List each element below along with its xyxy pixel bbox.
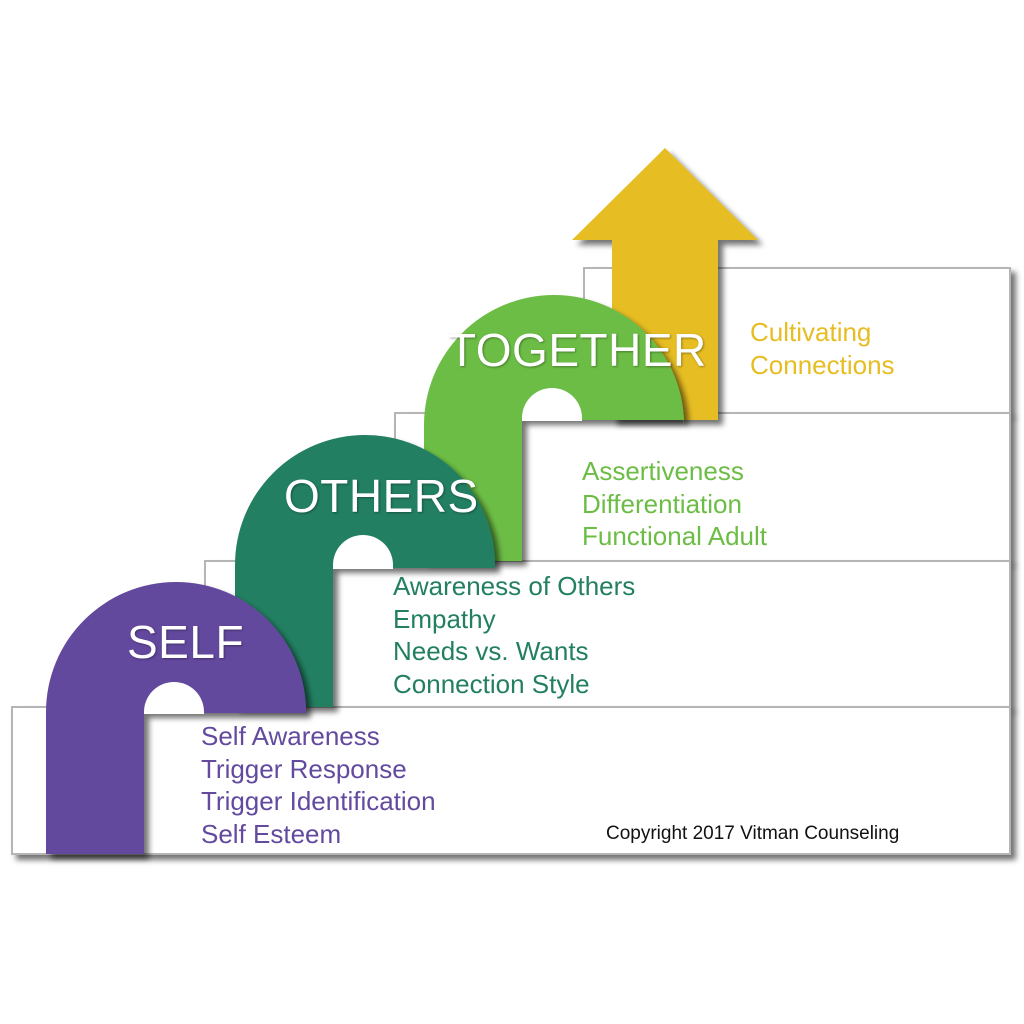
together-item: Functional Adult [582, 521, 768, 551]
arch-others [235, 435, 495, 707]
others-items: Awareness of Others Empathy Needs vs. Wa… [393, 570, 635, 700]
self-item: Trigger Response [201, 753, 407, 784]
others-item: Awareness of Others [393, 571, 636, 601]
connections-item: Connections [750, 349, 895, 380]
step-2 [204, 560, 1011, 708]
stage-title-together: TOGETHER [448, 324, 707, 376]
stage-title-self: SELF [127, 616, 245, 668]
self-items: Self Awareness Trigger Response Trigger … [201, 720, 436, 850]
together-item: Differentiation [582, 488, 742, 519]
connections-item: Cultivating [750, 317, 872, 347]
others-item: Needs vs. Wants [393, 636, 589, 666]
others-item: Empathy [393, 603, 496, 634]
self-item: Self Awareness [201, 721, 380, 751]
together-item: Assertiveness [582, 456, 744, 486]
others-item: Connection Style [393, 668, 590, 699]
stage-title-others: OTHERS [284, 470, 479, 522]
self-item: Trigger Identification [201, 786, 436, 816]
arch-hole-self [144, 682, 204, 714]
self-item: Self Esteem [201, 818, 342, 849]
arch-hole-others [333, 535, 393, 569]
arch-hole-together [522, 388, 582, 421]
step-1 [11, 706, 1011, 855]
arch-self [46, 582, 306, 854]
together-items: Assertiveness Differentiation Functional… [582, 455, 767, 553]
copyright-text: Copyright 2017 Vitman Counseling [606, 823, 900, 844]
connections-items: Cultivating Connections [750, 316, 895, 381]
arch-together [424, 295, 684, 561]
